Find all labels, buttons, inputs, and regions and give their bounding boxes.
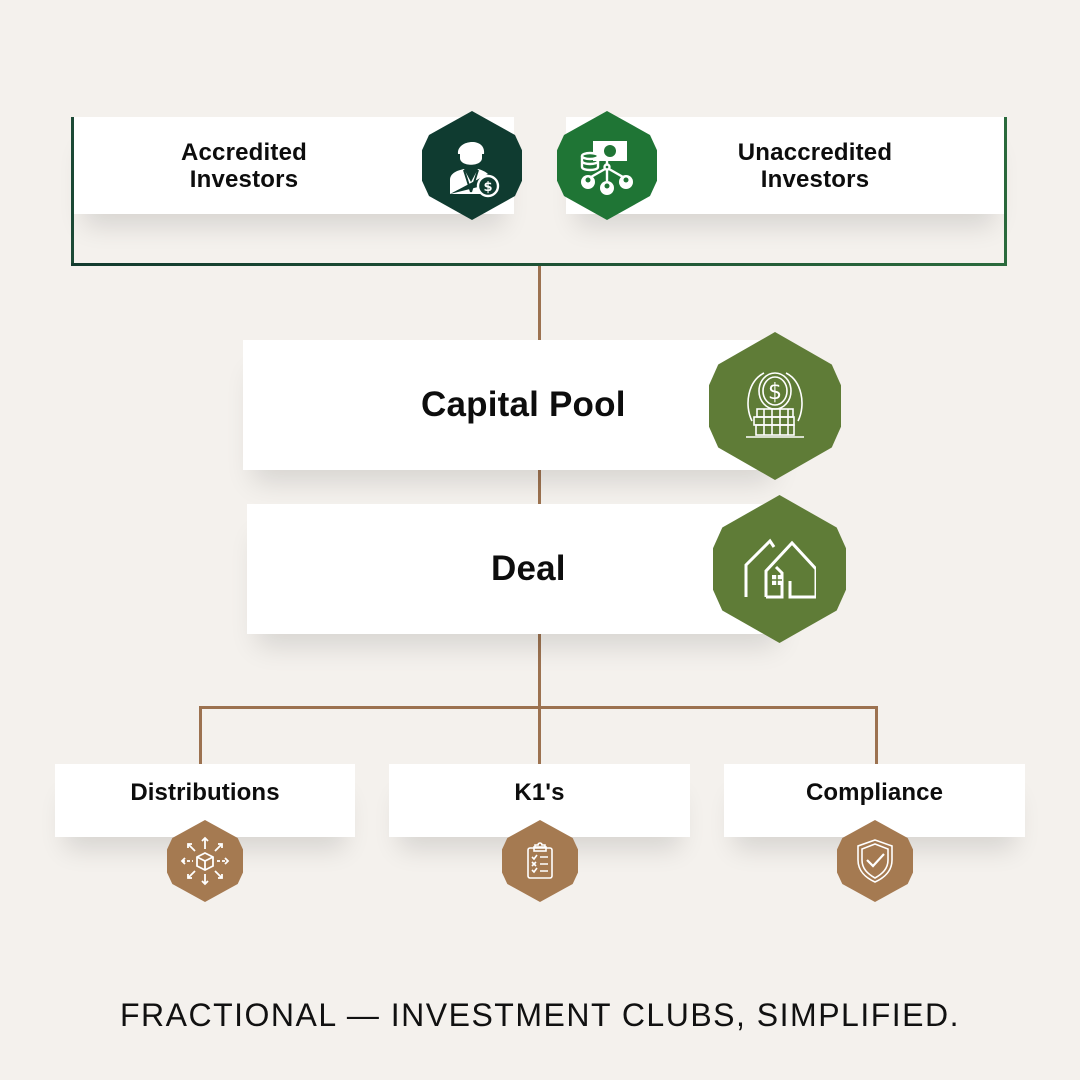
connector-pool-to-deal [538,470,541,506]
connector-deal-to-branch [538,634,541,764]
unaccredited-label-line1: Unaccredited [737,138,893,166]
branch-left-drop [199,706,202,764]
accredited-label-line2: Investors [189,165,299,193]
k1s-label: K1's [514,779,565,806]
distributions-label: Distributions [130,779,280,806]
tagline: FRACTIONAL — INVESTMENT CLUBS, SIMPLIFIE… [119,997,960,1033]
capital-pool-card: Capital Pool [243,340,783,470]
svg-text:$: $ [768,380,782,405]
bracket-left-vertical [71,117,74,266]
connector-top-to-pool [538,266,541,342]
bracket-right-vertical [1004,117,1007,266]
svg-text:$: $ [483,180,492,195]
branch-horizontal [199,706,878,709]
distributions-card: Distributions [55,764,355,837]
bracket-bottom [71,263,1007,266]
compliance-card: Compliance [724,764,1025,837]
branch-right-drop [875,706,878,764]
compliance-label: Compliance [805,779,944,806]
capital-pool-label: Capital Pool [421,385,626,424]
deal-label: Deal [491,549,566,588]
accredited-label-line1: Accredited [180,138,308,166]
unaccredited-label-line2: Investors [760,165,870,193]
deal-card: Deal [247,504,787,634]
